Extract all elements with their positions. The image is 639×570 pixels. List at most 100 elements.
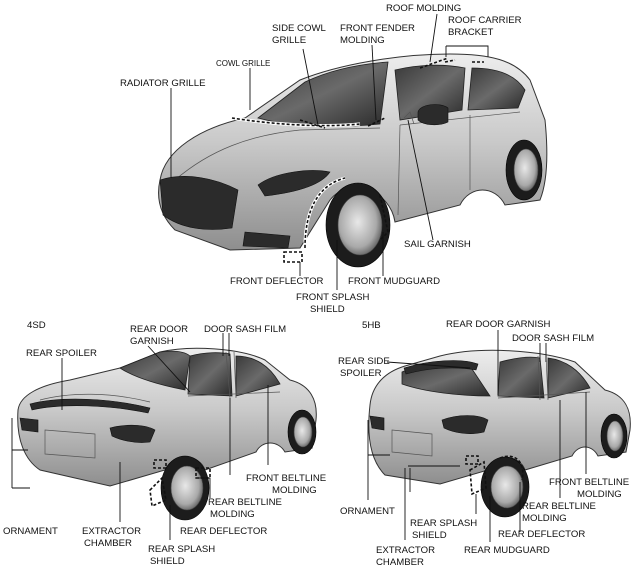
hatch-car-rear-splash-shield-outline [469, 460, 487, 496]
label-front-deflector: FRONT DEFLECTOR [230, 276, 324, 287]
label-front-mudguard: FRONT MUDGUARD [348, 276, 440, 287]
label-radiator-grille: RADIATOR GRILLE [120, 78, 205, 89]
label-side-cowl-grille-2: GRILLE [272, 35, 306, 46]
hatch-car-door-sash [537, 355, 549, 401]
sedan-car-front-rim [293, 416, 313, 448]
top-car-door-gap-front [397, 124, 401, 216]
sedan-car-beltline [187, 391, 281, 397]
sedan-car-tail-lamp-left [19, 417, 39, 433]
label-hatch-variant: 5HB [362, 320, 381, 331]
sedan-car-door-sash [225, 351, 237, 399]
sedan-car-front-door-window [235, 355, 281, 397]
hatch-labels: 5HB REAR DOOR GARNISH DOOR SASH FILM REA… [338, 319, 629, 568]
label-roof-carrier-bracket-2: BRACKET [448, 27, 493, 38]
sedan-car-rear-deflector-outline [153, 459, 167, 469]
sedan-car-rear-door-window [187, 352, 233, 397]
label-sedan-ornament: ORNAMENT [3, 526, 58, 537]
label-roof-carrier-bracket-1: ROOF CARRIER [448, 15, 522, 26]
top-leader-lines [170, 13, 489, 290]
label-sedan-extractor-chamber-2: CHAMBER [84, 538, 132, 549]
top-car-door-mirror [417, 104, 449, 126]
label-front-splash-shield-1: FRONT SPLASH [296, 292, 369, 303]
hatch-car-front-rim [606, 420, 624, 452]
label-sedan-rear-splash-shield-2: SHIELD [150, 556, 185, 567]
label-cowl-grille: COWL GRILLE [216, 59, 270, 68]
label-sedan-rear-door-garnish-2: GARNISH [130, 336, 174, 347]
top-car-side-cowl-grille-outline [299, 119, 326, 129]
label-sedan-front-beltline-molding-2: MOLDING [272, 485, 317, 496]
top-car-front-rim [337, 194, 383, 256]
hatch-car-rear-rim [490, 465, 524, 509]
label-front-fender-molding-1: FRONT FENDER [340, 23, 415, 34]
sedan-car-trunk-line [39, 393, 151, 403]
label-front-splash-shield-2: SHIELD [310, 304, 345, 315]
hatch-car-tail-lamp [441, 415, 489, 434]
label-hatch-rear-beltline-molding-1: REAR BELTLINE [522, 501, 596, 512]
sedan-car-rear-splash-shield-outline [149, 476, 167, 508]
label-hatch-rear-deflector: REAR DEFLECTOR [498, 529, 585, 540]
sedan-car-rear-window [119, 350, 191, 391]
label-hatch-rear-beltline-molding-2: MOLDING [522, 513, 567, 524]
sedan-car-tail-lamp [109, 424, 156, 443]
hatch-leader-lines [367, 330, 587, 542]
label-sedan-rear-door-garnish-1: REAR DOOR [130, 324, 188, 335]
label-hatch-front-beltline-molding-2: MOLDING [577, 489, 622, 500]
label-sedan-variant: 4SD [27, 320, 46, 331]
sedan-leader-lines [11, 333, 269, 540]
label-hatch-front-beltline-molding-1: FRONT BELTLINE [549, 477, 629, 488]
sedan-car-extractor-outline [195, 467, 211, 479]
label-hatch-rear-splash-shield-1: REAR SPLASH [410, 518, 477, 529]
top-car-rear-rim [513, 148, 539, 192]
top-car-sail-garnish-shape [403, 111, 415, 125]
hatch-car-rear-mudguard-outline [499, 455, 524, 481]
top-car-illustration [158, 53, 548, 268]
label-hatch-rear-side-spoiler-2: SPOILER [340, 368, 382, 379]
top-car-beltline [399, 111, 521, 126]
hatch-car-rear-spoiler [403, 360, 479, 375]
label-hatch-ornament: ORNAMENT [340, 506, 395, 517]
hatch-car-plate-area [391, 429, 433, 457]
top-car-headlight [257, 170, 331, 197]
hatch-car-tail-lamp-left [369, 415, 385, 431]
sedan-car-illustration [17, 347, 317, 521]
top-car-radiator-grille-shape [159, 176, 239, 230]
label-sedan-door-sash-film: DOOR SASH FILM [204, 324, 286, 335]
top-labels: ROOF MOLDING ROOF CARRIER BRACKET SIDE C… [120, 3, 522, 315]
label-hatch-rear-mudguard: REAR MUDGUARD [464, 545, 550, 556]
label-hatch-rear-door-garnish: REAR DOOR GARNISH [446, 319, 551, 330]
label-roof-molding: ROOF MOLDING [386, 3, 461, 14]
hatch-car-illustration [368, 349, 631, 518]
top-car-front-splash-shield-outline [304, 177, 346, 249]
label-sail-garnish: SAIL GARNISH [404, 239, 471, 250]
label-hatch-door-sash-film: DOOR SASH FILM [512, 333, 594, 344]
top-car-front-side-window [394, 64, 466, 121]
top-car-front-fender-molding-outline [367, 117, 386, 127]
label-sedan-rear-spoiler: REAR SPOILER [26, 348, 97, 359]
label-side-cowl-grille-1: SIDE COWL [272, 23, 327, 34]
top-car-hood-line [174, 127, 381, 181]
label-sedan-rear-beltline-molding-2: MOLDING [210, 509, 255, 520]
label-hatch-rear-splash-shield-2: SHIELD [412, 530, 447, 541]
label-sedan-rear-splash-shield-1: REAR SPLASH [148, 544, 215, 555]
top-car-lower-intake [242, 231, 291, 249]
top-car-front-deflector-outline [283, 251, 303, 263]
sedan-labels: 4SD REAR DOOR GARNISH DOOR SASH FILM REA… [3, 320, 326, 567]
top-car-rear-side-window [467, 67, 526, 111]
label-sedan-extractor-chamber-1: EXTRACTOR [82, 526, 141, 537]
hatch-car-front-door-window [547, 357, 591, 399]
hatch-car-rear-door-window [497, 356, 545, 399]
top-car-roof-carrier-bracket-outline [444, 59, 484, 63]
label-hatch-extractor-chamber-2: CHAMBER [376, 557, 424, 568]
sedan-car-rear-rim [170, 465, 204, 511]
sedan-car-rear-spoiler [29, 398, 151, 414]
label-sedan-rear-deflector: REAR DEFLECTOR [180, 526, 267, 537]
sedan-car-plate-area [44, 429, 96, 459]
hatch-car-beltline [497, 391, 591, 399]
label-sedan-rear-beltline-molding-1: REAR BELTLINE [208, 497, 282, 508]
label-hatch-extractor-chamber-1: EXTRACTOR [376, 545, 435, 556]
hatch-car-rear-deflector-outline [465, 455, 479, 465]
label-hatch-rear-side-spoiler-1: REAR SIDE [338, 356, 390, 367]
label-front-fender-molding-2: MOLDING [340, 35, 385, 46]
label-sedan-front-beltline-molding-1: FRONT BELTLINE [246, 473, 326, 484]
